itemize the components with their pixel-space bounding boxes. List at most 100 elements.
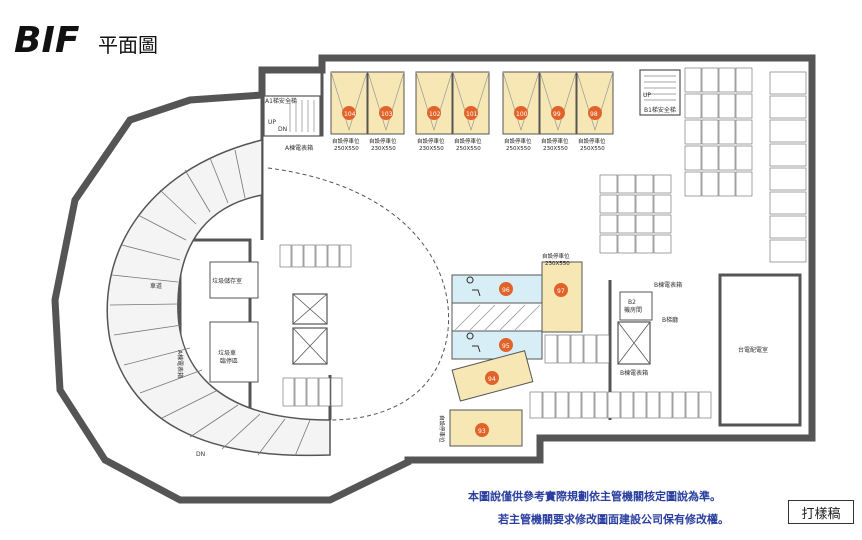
parking-slot — [701, 171, 719, 197]
parking-slot — [607, 391, 621, 419]
slot-93-badge — [475, 423, 489, 437]
parking-slot — [339, 244, 352, 268]
parking-slot — [635, 194, 654, 214]
parking-slot — [718, 67, 736, 93]
parking-slot — [617, 194, 636, 214]
parking-slot — [701, 93, 719, 119]
slot-label: 自設停車位 — [541, 137, 569, 145]
parking-slot — [555, 391, 569, 419]
slot-97-label: 自設停車位 — [542, 252, 570, 260]
parking-slot — [570, 334, 584, 364]
parking-slot — [735, 67, 753, 93]
parking-slot — [635, 214, 654, 234]
parking-slot — [659, 391, 673, 419]
parking-slot — [653, 234, 672, 254]
a-meter-side-label: A棟電表箱 — [176, 350, 184, 378]
slot-size: 230X550 — [543, 146, 568, 152]
slot-size: 250X550 — [456, 146, 481, 152]
slot-label: 自設停車位 — [504, 137, 532, 145]
parking-slot — [769, 215, 807, 239]
parking-slot — [529, 391, 543, 419]
parking-slot — [718, 93, 736, 119]
parking-slot — [279, 244, 292, 268]
accessible-icon-95 — [466, 332, 481, 353]
core-area: 垃圾儲存室 垃圾車 臨停區 A棟電表箱 — [176, 261, 328, 383]
title-level: BIF — [14, 20, 80, 61]
parking-slot — [684, 119, 702, 145]
parking-slot — [568, 391, 582, 419]
parking-slot — [646, 391, 660, 419]
stair-b1-up: UP — [643, 92, 651, 99]
parking-slot — [327, 244, 340, 268]
parking-slot — [684, 67, 702, 93]
slot-number: 100 — [516, 111, 528, 118]
parking-slot — [769, 167, 807, 191]
parking-slot — [735, 145, 753, 171]
parking-slot — [315, 244, 328, 268]
slot-badge — [588, 106, 602, 120]
parking-slot — [306, 377, 319, 407]
parking-slot — [599, 234, 618, 254]
parking-slot — [718, 119, 736, 145]
stair-b1: B1梯安全梯 UP — [639, 69, 681, 116]
parking-slot — [769, 95, 807, 119]
note-line-2: 若主管機關要求修改圖面建設公司保有修改權。 — [498, 512, 729, 526]
slot-label: 自設停車位 — [578, 137, 606, 145]
parking-slot — [672, 391, 686, 419]
trash-parking-label2: 臨停區 — [220, 357, 238, 365]
slot-size: 250X550 — [580, 146, 605, 152]
stair-a1-label: A1梯安全梯 — [265, 97, 297, 105]
slot-size: 250X550 — [506, 146, 531, 152]
parking-slot — [684, 93, 702, 119]
b-meter-label: B棟電表箱 — [654, 281, 682, 289]
parking-slot — [769, 239, 807, 263]
parking-slot — [282, 377, 295, 407]
parking-slot — [544, 334, 558, 364]
slot-label: 自設停車位 — [417, 137, 445, 145]
parking-slot — [620, 391, 634, 419]
b-core: B2 機房間 B棟電表箱 B棟電表箱 B梯廳 — [617, 281, 682, 377]
slot-96-badge — [499, 282, 513, 296]
parking-slot — [557, 334, 571, 364]
slot-number: 102 — [429, 111, 441, 118]
parking-slot — [594, 391, 608, 419]
parking-slot — [635, 174, 654, 194]
parking-slot — [735, 171, 753, 197]
parking-grid-right — [599, 67, 807, 263]
parking-slot — [303, 244, 316, 268]
slot-95-badge — [499, 338, 513, 352]
power-room-label: 台電配電室 — [738, 346, 768, 354]
slot-number: 98 — [590, 111, 598, 118]
slot-number: 101 — [466, 111, 478, 118]
parking-slot — [581, 391, 595, 419]
slot-badge — [342, 106, 356, 120]
parking-slot — [633, 391, 647, 419]
parking-slot — [330, 377, 343, 407]
b-lobby-label: B梯廳 — [662, 316, 678, 324]
parking-slot — [599, 194, 618, 214]
parking-slot — [685, 391, 699, 419]
parking-slot — [294, 377, 307, 407]
slot-96-no: 96 — [502, 287, 510, 294]
parking-slot — [599, 214, 618, 234]
parking-slot — [718, 145, 736, 171]
slot-badge — [379, 106, 393, 120]
stair-a1-dn: DN — [278, 126, 287, 133]
accessible-icon-96 — [466, 276, 481, 297]
parking-slot — [583, 334, 597, 364]
slot-95-no: 95 — [502, 343, 510, 350]
slot-size: 250X550 — [334, 146, 359, 152]
slot-97-size: 230X550 — [545, 261, 570, 267]
parking-slot — [718, 171, 736, 197]
slot-number: 99 — [553, 111, 561, 118]
slot-number: 103 — [381, 111, 393, 118]
parking-slot — [769, 191, 807, 215]
stair-a1-up: UP — [268, 119, 276, 126]
parking-slot — [701, 67, 719, 93]
ramp-label: 車道 — [150, 282, 162, 290]
